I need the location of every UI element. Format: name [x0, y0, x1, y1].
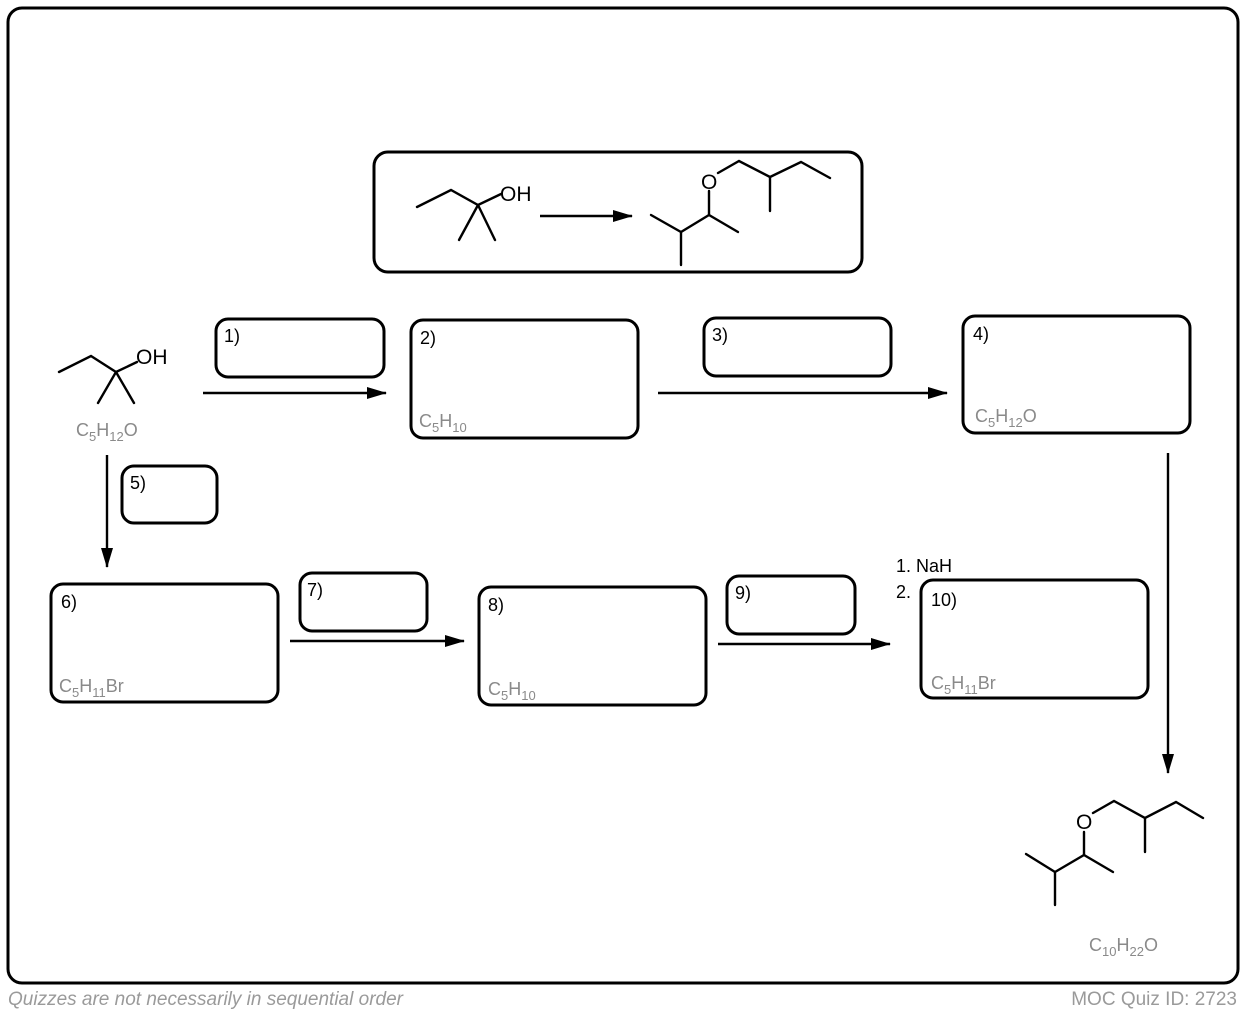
box-3-label: 3) [712, 325, 728, 345]
box-2-label: 2) [420, 328, 436, 348]
answer-box-10[interactable]: 10) C5H11Br [919, 578, 1150, 700]
answer-box-3[interactable]: 3) [702, 316, 893, 378]
box-8-label: 8) [488, 595, 504, 615]
answer-box-9[interactable]: 9) [725, 574, 857, 636]
box-6-label: 6) [61, 592, 77, 612]
start-hydroxyl-label: OH [136, 346, 168, 369]
final-product-ether: O [1024, 799, 1205, 907]
reagent-step-2: 2. [896, 582, 911, 602]
box-10-formula: C5H11Br [931, 673, 996, 697]
answer-box-1[interactable]: 1) [214, 317, 386, 379]
box-9-label: 9) [735, 583, 751, 603]
box-2-formula: C5H10 [419, 411, 467, 435]
overview-oxygen-label: O [701, 171, 717, 194]
box-10-label: 10) [931, 590, 957, 610]
answer-box-4[interactable]: 4) C5H12O [961, 314, 1192, 435]
answer-box-5[interactable]: 5) [120, 464, 219, 525]
box-8-formula: C5H10 [488, 679, 536, 703]
reagent-step-1: 1. NaH [896, 556, 952, 576]
box-6-formula: C5H11Br [59, 676, 124, 700]
answer-box-2[interactable]: 2) C5H10 [409, 318, 640, 440]
quiz-id: MOC Quiz ID: 2723 [1071, 989, 1237, 1010]
box-4-label: 4) [973, 324, 989, 344]
box-1-label: 1) [224, 326, 240, 346]
starting-material: OH [57, 346, 168, 405]
overview-starting-alcohol: OH [415, 183, 532, 242]
product-formula: C10H22O [1089, 935, 1158, 959]
start-formula: C5H12O [76, 420, 138, 444]
answer-box-7[interactable]: 7) [298, 571, 429, 633]
overview-hydroxyl-label: OH [500, 183, 532, 206]
box-7-label: 7) [307, 580, 323, 600]
overview-product-ether: O [649, 159, 832, 267]
product-oxygen-label: O [1076, 811, 1092, 834]
answer-box-6[interactable]: 6) C5H11Br [49, 582, 280, 704]
outer-frame [6, 6, 1240, 985]
footer-note: Quizzes are not necessarily in sequentia… [8, 989, 403, 1010]
target-overview-box [372, 150, 864, 274]
box-4-formula: C5H12O [975, 406, 1037, 430]
box-5-label: 5) [130, 473, 146, 493]
answer-box-8[interactable]: 8) C5H10 [477, 585, 708, 707]
